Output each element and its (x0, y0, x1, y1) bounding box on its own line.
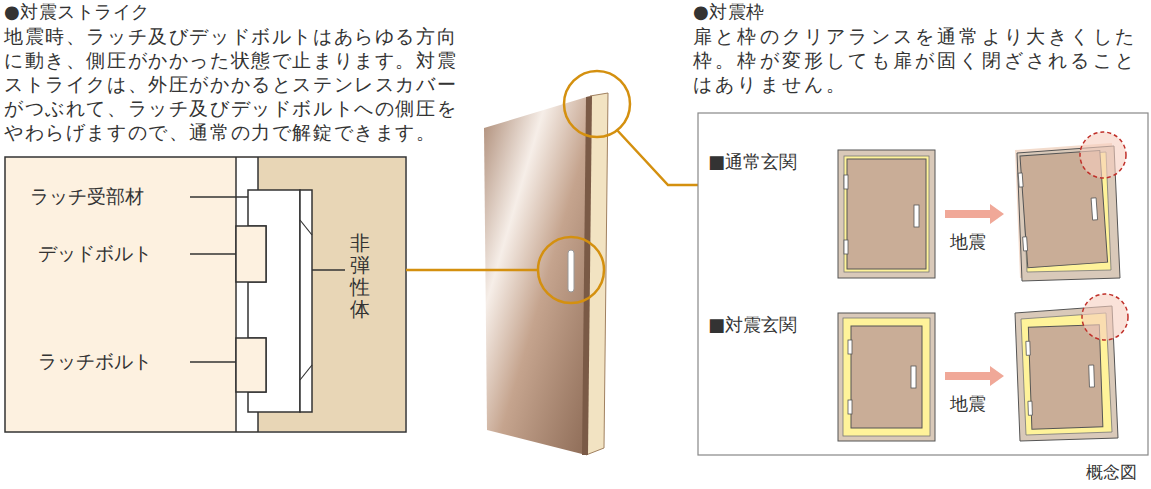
part-label: デッドボルト (38, 241, 152, 267)
caption-note: 概念図 (1086, 461, 1137, 484)
section-body: 地震時、ラッチ及びデッドボルトはあらゆる方向に動き、側圧がかかった状態で止まりま… (4, 24, 472, 144)
section-heading: ●対震ストライク (4, 0, 472, 24)
arrow-label: 地震 (950, 230, 986, 254)
part-label: ラッチボルト (38, 349, 152, 375)
door-illustration (484, 93, 608, 455)
frame-panel (698, 113, 1148, 455)
section-body: 扉と枠のクリアランスを通常より大きくした枠。枠が変形しても扉が固く閉ざされること… (693, 24, 1148, 96)
section-heading: ●対震枠 (693, 0, 1148, 24)
strike-section (5, 157, 406, 432)
arrow-label: 地震 (950, 392, 986, 416)
text-panel: ●対震枠扉と枠のクリアランスを通常より大きくした枠。枠が変形しても扉が固く閉ざさ… (693, 0, 1148, 96)
part-label: ラッチ受部材 (30, 184, 144, 210)
part-label: 非弾性体 (350, 232, 370, 320)
text-panel: ●対震ストライク地震時、ラッチ及びデッドボルトはあらゆる方向に動き、側圧がかかっ… (4, 0, 472, 144)
row-heading: ■通常玄関 (708, 150, 797, 174)
row-heading: ■対震玄関 (708, 313, 797, 337)
